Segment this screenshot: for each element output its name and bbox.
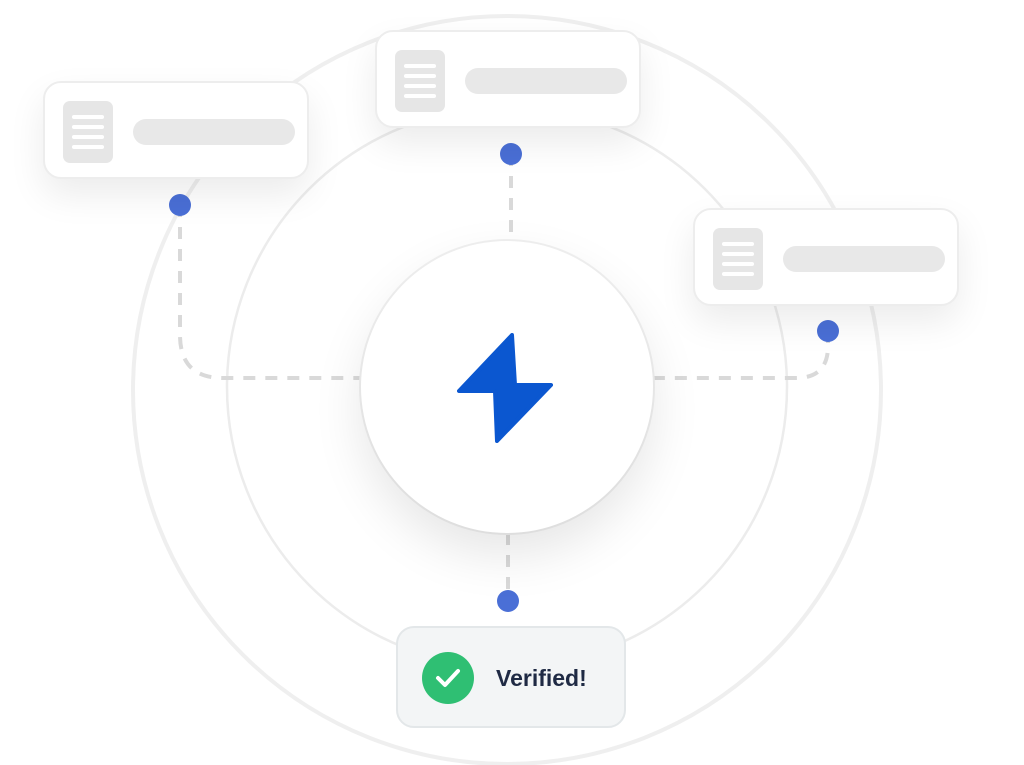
source-card-right [693,208,959,306]
verified-badge: Verified! [396,626,626,728]
outer-ring [131,14,883,765]
center-hub [361,241,653,533]
connector-right [653,331,830,380]
verified-label: Verified! [496,665,587,691]
source-card-top [375,30,641,128]
placeholder-bar [133,119,295,145]
node-right [817,320,839,342]
connector-left [178,205,360,380]
node-left [169,194,191,216]
document-icon [63,101,113,163]
lightning-bolt-icon [457,333,553,443]
check-icon [422,652,474,704]
placeholder-bar [783,246,945,272]
document-icon [395,50,445,112]
source-card-left [43,81,309,179]
node-top [500,143,522,165]
document-icon [713,228,763,290]
placeholder-bar [465,68,627,94]
node-bottom [497,590,519,612]
